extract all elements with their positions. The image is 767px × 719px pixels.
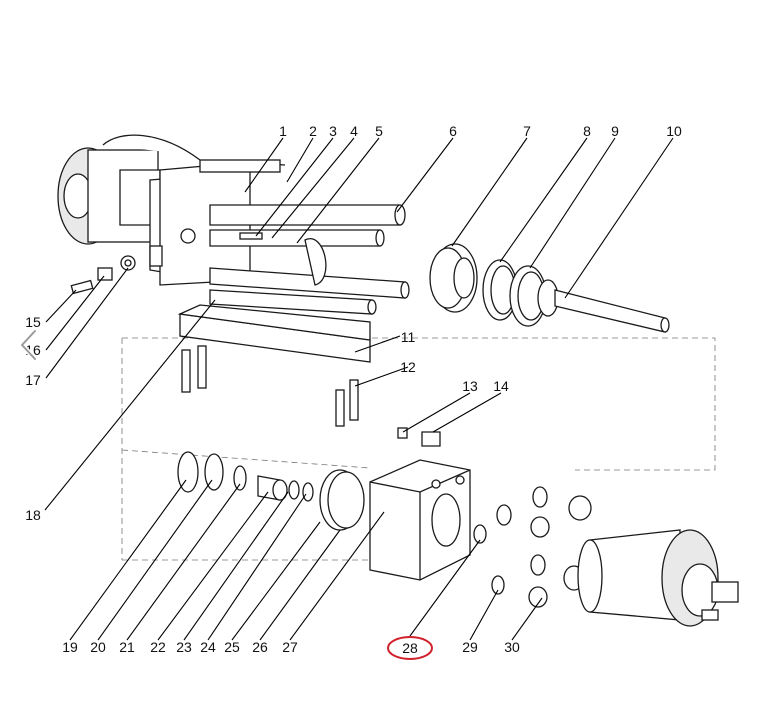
label-30: 30 [504,639,520,655]
label-18: 18 [25,507,41,523]
label-28: 28 [402,640,418,656]
assembly-dashed-outline [121,337,716,561]
label-23: 23 [176,639,192,655]
leader-lines [44,137,674,641]
label-17: 17 [25,372,41,388]
label-6: 6 [449,123,457,139]
hydraulic-motor [577,529,739,627]
label-20: 20 [90,639,106,655]
part-number-labels: 1 2 3 4 5 6 7 8 9 10 11 12 13 14 15 16 1… [25,123,682,656]
label-27: 27 [282,639,298,655]
bolts-12 [335,379,359,427]
label-21: 21 [119,639,135,655]
label-7: 7 [523,123,531,139]
cylinder-body-assembly [57,134,410,315]
label-9: 9 [611,123,619,139]
label-8: 8 [583,123,591,139]
label-1: 1 [279,123,287,139]
washers-nuts-28-30 [473,486,592,608]
piston-seal-7 [429,243,478,313]
label-13: 13 [462,378,478,394]
fitting-parts-15-17 [70,255,136,295]
flange-block-27 [369,459,471,581]
label-29: 29 [462,639,478,655]
rings-19-26 [177,451,365,531]
piston-rod-10 [537,279,670,333]
highlight-circle-28 [387,636,433,660]
label-25: 25 [224,639,240,655]
label-5: 5 [375,123,383,139]
chevron-left-icon[interactable] [18,328,40,362]
seal-ring-9 [509,265,547,327]
label-2: 2 [309,123,317,139]
label-26: 26 [252,639,268,655]
label-22: 22 [150,639,166,655]
label-10: 10 [666,123,682,139]
label-24: 24 [200,639,216,655]
label-11: 11 [401,329,416,345]
label-19: 19 [62,639,78,655]
label-4: 4 [350,123,358,139]
mounting-plate-11 [177,304,371,393]
label-3: 3 [329,123,337,139]
label-12: 12 [400,359,416,375]
label-14: 14 [493,378,509,394]
label-15: 15 [25,314,41,330]
